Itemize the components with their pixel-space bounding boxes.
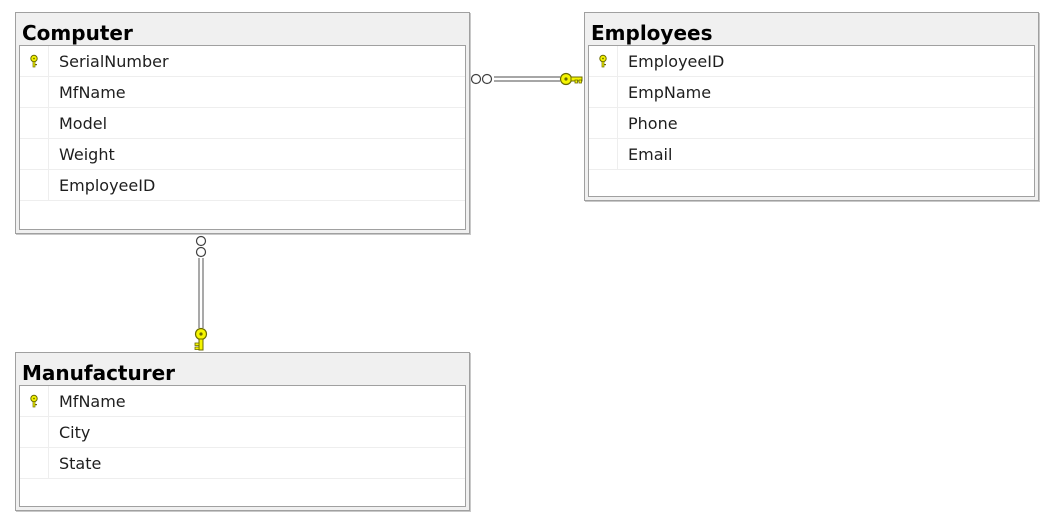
column-row[interactable]: MfName	[20, 386, 465, 417]
row-selector[interactable]	[20, 46, 49, 76]
table-title: Manufacturer	[22, 361, 176, 385]
column-row[interactable]: SerialNumber	[20, 46, 465, 77]
row-selector[interactable]	[20, 108, 49, 138]
table-employees[interactable]: Employees EmployeeID EmpName Phone Email	[584, 12, 1039, 201]
column-row[interactable]: Phone	[589, 108, 1034, 139]
row-selector[interactable]	[589, 108, 618, 138]
row-selector[interactable]	[20, 386, 49, 416]
column-row[interactable]: State	[20, 448, 465, 479]
key-icon	[30, 54, 38, 68]
column-row[interactable]: Model	[20, 108, 465, 139]
column-grid: MfName City State	[19, 385, 466, 507]
column-row[interactable]: EmployeeID	[20, 170, 465, 201]
column-name: Model	[59, 114, 108, 133]
key-icon	[599, 54, 607, 68]
column-grid: EmployeeID EmpName Phone Email	[588, 45, 1035, 197]
relationship-computer-employees[interactable]	[470, 72, 583, 86]
column-row[interactable]: Email	[589, 139, 1034, 170]
row-selector[interactable]	[589, 139, 618, 169]
table-title: Employees	[591, 21, 713, 45]
key-icon	[194, 327, 208, 351]
column-name: City	[59, 423, 91, 442]
row-selector[interactable]	[20, 77, 49, 107]
column-row[interactable]: City	[20, 417, 465, 448]
row-selector[interactable]	[589, 77, 618, 107]
row-selector[interactable]	[20, 139, 49, 169]
key-icon	[30, 394, 38, 408]
column-name: EmployeeID	[59, 176, 156, 195]
infinity-icon	[195, 235, 207, 258]
column-name: Email	[628, 145, 673, 164]
column-name: Phone	[628, 114, 678, 133]
column-row[interactable]: EmployeeID	[589, 46, 1034, 77]
column-name: MfName	[59, 83, 126, 102]
infinity-icon	[470, 73, 493, 85]
column-grid: SerialNumber MfName Model Weight Employe…	[19, 45, 466, 230]
column-row[interactable]: EmpName	[589, 77, 1034, 108]
column-row[interactable]: MfName	[20, 77, 465, 108]
row-selector[interactable]	[20, 448, 49, 478]
column-name: Weight	[59, 145, 115, 164]
table-computer[interactable]: Computer SerialNumber MfName Model Weigh…	[15, 12, 470, 234]
column-name: EmpName	[628, 83, 712, 102]
row-selector[interactable]	[589, 46, 618, 76]
row-selector[interactable]	[20, 417, 49, 447]
column-name: SerialNumber	[59, 52, 169, 71]
column-name: EmployeeID	[628, 52, 725, 71]
relationship-computer-manufacturer[interactable]	[194, 235, 208, 351]
table-manufacturer[interactable]: Manufacturer MfName City State	[15, 352, 470, 511]
column-row[interactable]: Weight	[20, 139, 465, 170]
key-icon	[559, 72, 583, 86]
column-name: MfName	[59, 392, 126, 411]
row-selector[interactable]	[20, 170, 49, 200]
table-title: Computer	[22, 21, 133, 45]
column-name: State	[59, 454, 102, 473]
